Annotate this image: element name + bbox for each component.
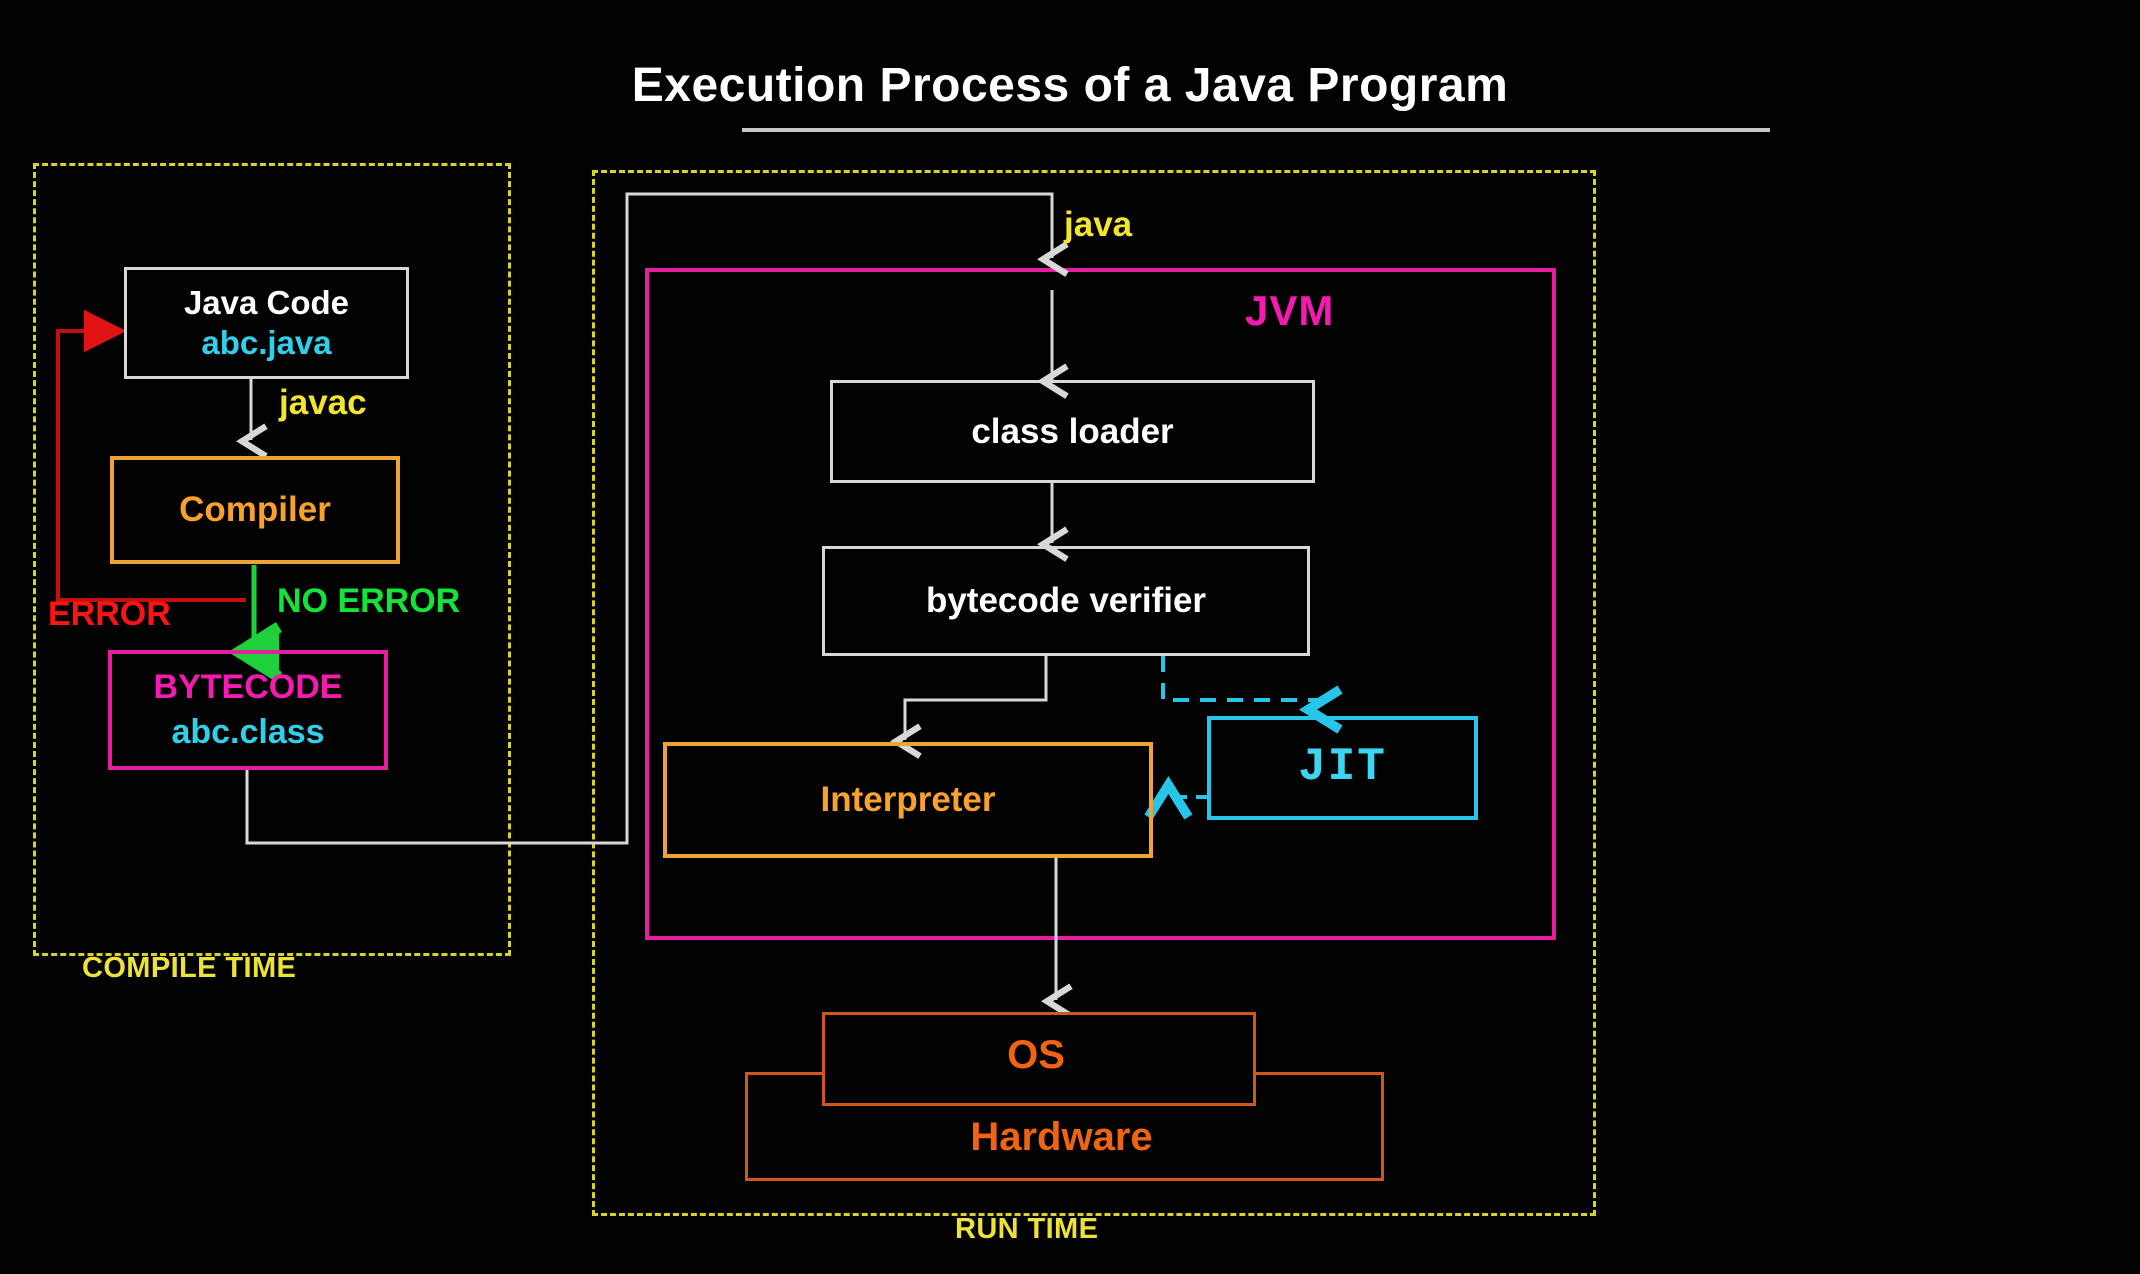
bytecode-filename: abc.class xyxy=(171,713,325,751)
node-compiler[interactable]: Compiler xyxy=(110,456,400,564)
bytecode-title: BYTECODE xyxy=(153,668,343,707)
page-title: Execution Process of a Java Program xyxy=(631,59,1509,112)
javac-edge-label: javac xyxy=(279,383,367,422)
java-code-filename: abc.java xyxy=(201,324,332,361)
os-label: OS xyxy=(1007,1033,1065,1078)
node-os-box[interactable] xyxy=(822,1012,1256,1106)
bytecode-verifier-label: bytecode verifier xyxy=(925,581,1207,621)
node-class-loader[interactable]: class loader xyxy=(830,380,1315,483)
title-underline xyxy=(742,128,1770,132)
hardware-label: Hardware xyxy=(970,1114,1153,1159)
node-java-code[interactable]: Java Code abc.java xyxy=(124,267,409,379)
node-bytecode[interactable]: BYTECODE abc.class xyxy=(108,650,388,770)
compiler-label: Compiler xyxy=(179,490,331,530)
class-loader-label: class loader xyxy=(971,411,1174,451)
interpreter-label: Interpreter xyxy=(820,780,996,820)
jvm-label: JVM xyxy=(1245,287,1335,334)
node-bytecode-verifier[interactable]: bytecode verifier xyxy=(822,546,1310,656)
java-code-title: Java Code xyxy=(183,284,350,322)
run-time-label: RUN TIME xyxy=(955,1213,1099,1245)
node-hardware: Hardware xyxy=(745,1100,1378,1175)
node-interpreter[interactable]: Interpreter xyxy=(663,742,1153,858)
error-edge-label: ERROR xyxy=(48,595,171,633)
compile-time-label: COMPILE TIME xyxy=(82,952,297,984)
node-os: OS xyxy=(822,1012,1250,1100)
java-edge-label: java xyxy=(1064,205,1133,244)
no-error-edge-label: NO ERROR xyxy=(277,582,461,620)
node-jit[interactable]: JIT xyxy=(1207,716,1478,820)
jit-label: JIT xyxy=(1298,741,1387,794)
